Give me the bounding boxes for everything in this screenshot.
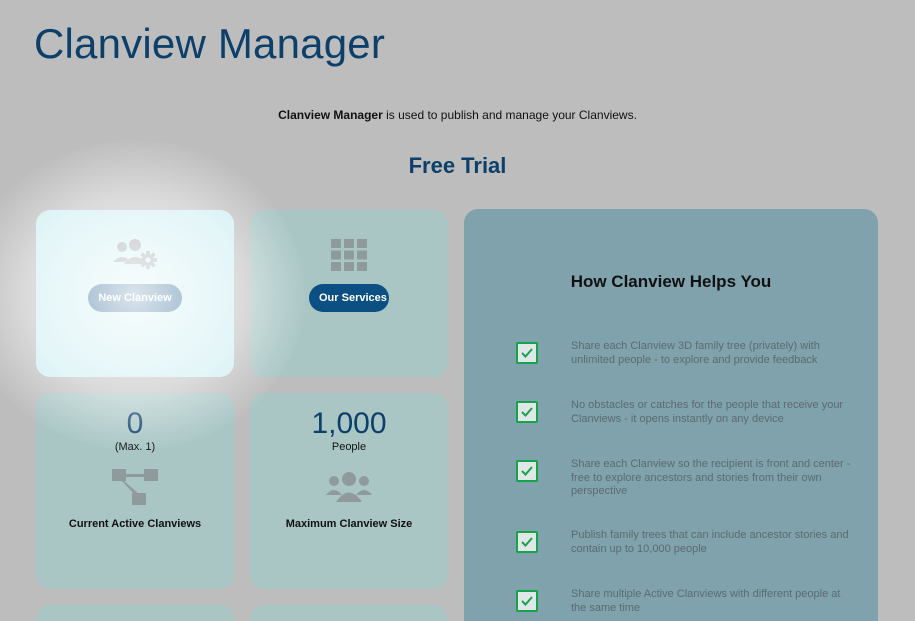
help-card: How Clanview Helps You Share each Clanvi… <box>464 209 878 621</box>
active-clanviews-count: 0 <box>126 407 144 440</box>
benefit-text: Share each Clanview 3D family tree (priv… <box>571 340 820 366</box>
intro-text: Clanview Manager is used to publish and … <box>0 108 915 122</box>
checkbox-checked-icon <box>516 590 538 612</box>
page-title: Clanview Manager <box>34 20 386 67</box>
benefit-text: Share multiple Active Clanviews with dif… <box>571 588 841 614</box>
intro-strong: Clanview Manager <box>278 108 383 122</box>
our-services-button[interactable]: Our Services <box>309 284 389 312</box>
max-size-tile: 1,000 People Maximum Clanview Size <box>250 393 448 589</box>
max-size-value: 1,000 <box>311 407 387 440</box>
benefit-text: Share each Clanview so the recipient is … <box>571 458 851 497</box>
new-clanview-button[interactable]: New Clanview <box>88 284 182 312</box>
grid-icon <box>250 239 448 271</box>
users-gear-icon <box>36 238 234 272</box>
tile-partial <box>250 605 448 621</box>
benefit-text: No obstacles or catches for the people t… <box>571 399 844 425</box>
tile-partial <box>36 605 234 621</box>
active-clanviews-tile: 0 (Max. 1) Current Active Clanviews <box>36 393 234 589</box>
users-icon <box>250 471 448 503</box>
benefit-text: Publish family trees that can include an… <box>571 529 849 555</box>
new-clanview-tile[interactable]: New Clanview <box>36 210 234 377</box>
max-size-label: Maximum Clanview Size <box>285 518 413 530</box>
checkbox-checked-icon <box>516 460 538 482</box>
our-services-tile[interactable]: Our Services <box>250 210 448 377</box>
help-title: How Clanview Helps You <box>570 272 772 291</box>
max-size-unit: People <box>331 441 367 453</box>
active-clanviews-label: Current Active Clanviews <box>68 518 202 530</box>
intro-rest: is used to publish and manage your Clanv… <box>382 108 637 122</box>
active-clanviews-max: (Max. 1) <box>114 441 156 453</box>
tree-nodes-icon <box>36 469 234 505</box>
plan-title: Free Trial <box>408 153 507 178</box>
checkbox-checked-icon <box>516 531 538 553</box>
checkbox-checked-icon <box>516 401 538 423</box>
checkbox-checked-icon <box>516 342 538 364</box>
